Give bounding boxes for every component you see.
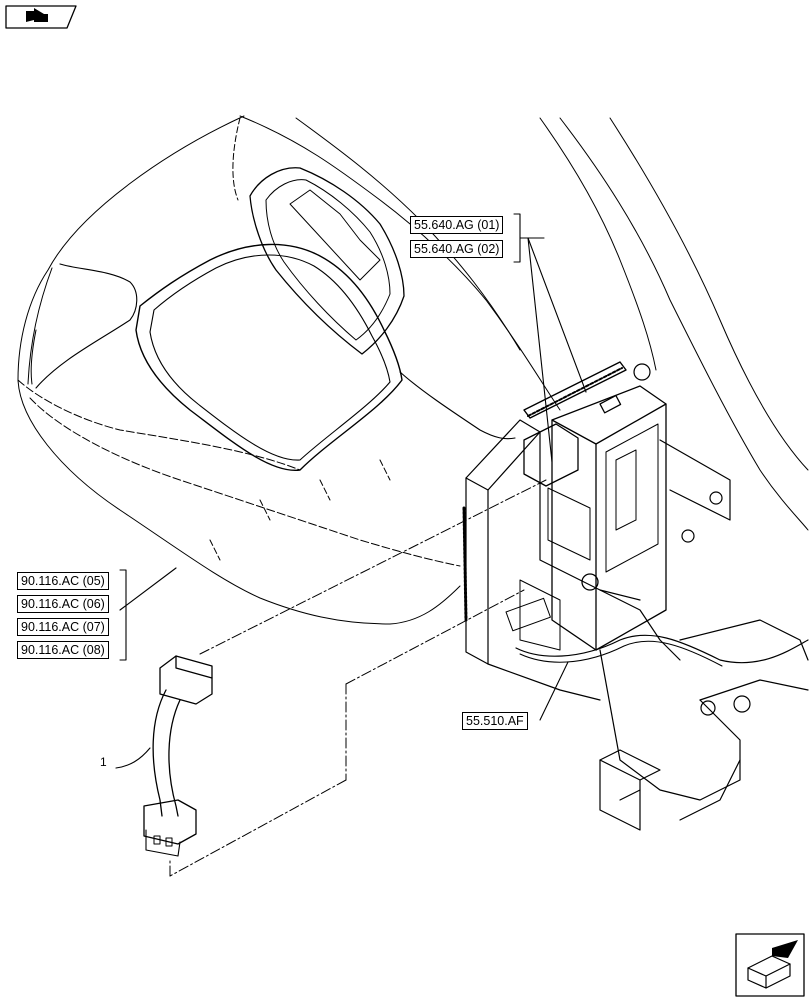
bracket-top bbox=[513, 213, 521, 263]
previous-page-icon[interactable] bbox=[5, 5, 77, 29]
ref-55-640-ag-01[interactable]: 55.640.AG (01) bbox=[410, 216, 504, 234]
ref-55-640-ag-02[interactable]: 55.640.AG (02) bbox=[410, 240, 504, 258]
ref-90-116-ac-08[interactable]: 90.116.AC (08) bbox=[17, 641, 109, 659]
ref-55-510-af[interactable]: 55.510.AF bbox=[462, 712, 528, 730]
bracket-left bbox=[119, 569, 127, 661]
ref-90-116-ac-05[interactable]: 90.116.AC (05) bbox=[17, 572, 109, 590]
control-unit bbox=[505, 385, 809, 667]
wiring-harness bbox=[143, 655, 213, 857]
mounting-frame bbox=[462, 361, 809, 831]
cab-body bbox=[17, 115, 809, 625]
ref-90-116-ac-06[interactable]: 90.116.AC (06) bbox=[17, 595, 109, 613]
assembly-lines bbox=[169, 479, 547, 877]
ref-90-116-ac-07[interactable]: 90.116.AC (07) bbox=[17, 618, 109, 636]
callout-item-1: 1 bbox=[100, 755, 107, 769]
leader-lines bbox=[115, 237, 587, 769]
next-page-icon[interactable] bbox=[735, 933, 805, 997]
